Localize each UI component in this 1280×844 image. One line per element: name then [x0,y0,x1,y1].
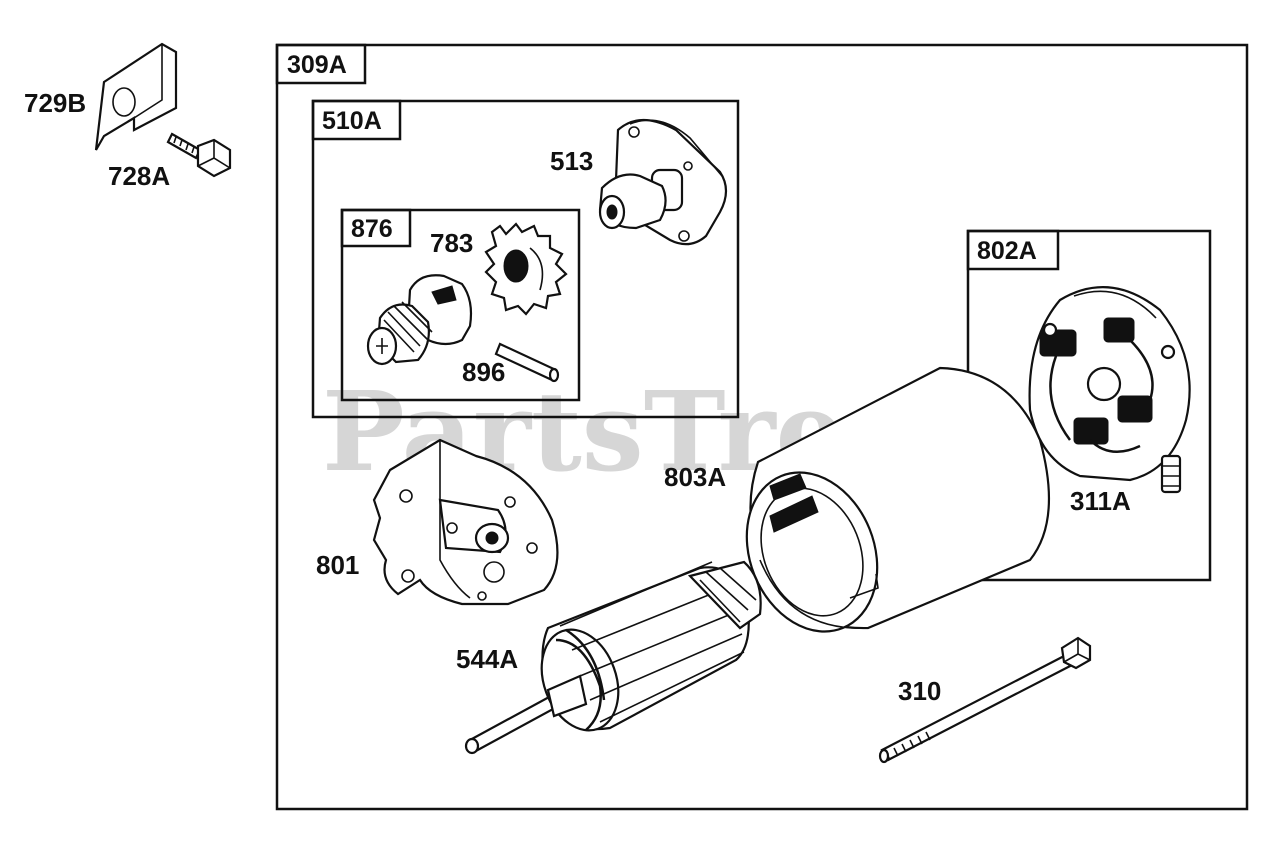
hex-bolt-icon [166,132,232,178]
part-label-310: 310 [898,676,941,706]
part-label-513: 513 [550,146,593,176]
part-label-544a: 544A [456,644,518,674]
group-label-309a: 309A [287,51,347,79]
motor-housing-icon [745,366,1051,633]
roll-pin-icon [494,342,560,383]
group-label-box-876 [340,208,412,248]
drive-end-cap-icon [598,119,728,246]
mounting-bracket-icon [94,42,178,151]
part-label-803a: 803A [664,462,726,492]
drive-clutch-icon [366,274,473,366]
brush-end-cap-icon [1028,286,1191,494]
part-label-728a: 728A [108,161,170,191]
part-label-783: 783 [430,228,473,258]
pinion-gear-icon [484,222,568,316]
group-label-876: 876 [351,215,393,243]
part-label-896: 896 [462,357,505,387]
through-bolt-icon [878,636,1092,764]
group-label-box-510a [311,99,402,141]
part-label-311a: 311A [1070,486,1131,516]
mounting-plate-icon [372,438,559,606]
group-box-876 [340,208,581,402]
armature-icon [464,560,762,755]
group-box-309a [275,43,1249,811]
group-label-box-802a [966,229,1060,271]
part-label-729b: 729B [24,88,86,118]
group-box-510a [311,99,740,419]
group-label-510a: 510A [322,107,382,135]
part-label-801: 801 [316,550,359,580]
group-label-802a: 802A [977,237,1037,265]
group-label-box-309a [275,43,367,85]
